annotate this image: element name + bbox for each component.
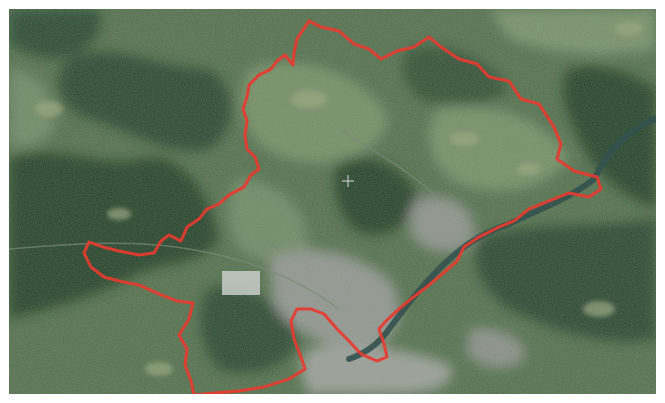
road [9,128,440,310]
satellite-map[interactable] [9,9,656,394]
map-viewport[interactable] [9,9,656,394]
field-spots [35,22,643,376]
industrial-patch [222,271,260,295]
boundary-outline [82,19,603,394]
crosshair-icon [342,175,354,187]
